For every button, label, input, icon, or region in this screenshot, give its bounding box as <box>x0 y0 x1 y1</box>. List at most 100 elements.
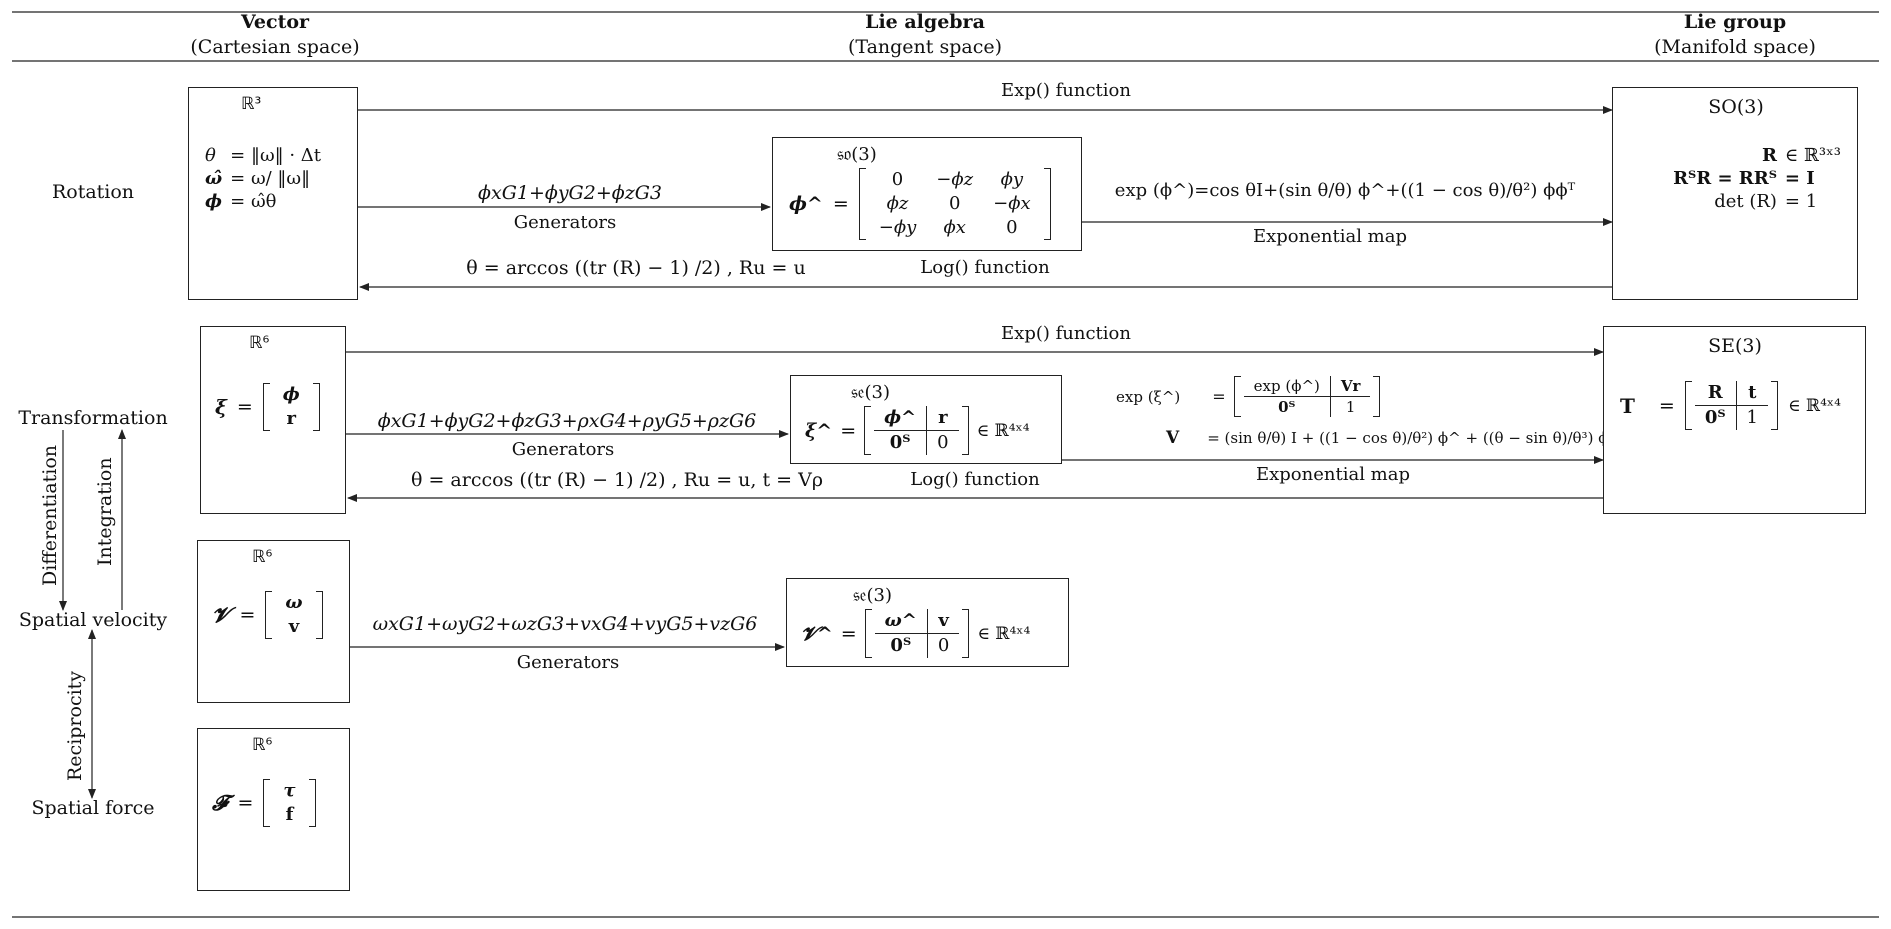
matrix-cell: 1 <box>1345 398 1356 416</box>
rotation-algebra-lhs: ϕ^ <box>789 193 823 215</box>
rotation-eq-rhs: = ‖ω‖ · Δt <box>230 145 322 166</box>
matrix-cell: 0 <box>937 635 950 656</box>
rotation-eq-rhs: = ω/ ‖ω‖ <box>230 168 311 189</box>
transformation-generators-expr: ϕxG1+ϕyG2+ϕzG3+ρxG4+ρyG5+ρzG6 <box>377 410 757 432</box>
rotation-group-equations: R∈ ℝ³ˣ³ RᵀR = RRᵀ= I det (R)= 1 <box>1669 144 1845 213</box>
group-eq-rhs: ∈ ℝ³ˣ³ <box>1784 145 1841 166</box>
rotation-generators-label: Generators <box>513 212 617 233</box>
rotation-log-label: Log() function <box>920 257 1050 278</box>
velocity-vector-lhs: 𝓥 <box>212 602 230 627</box>
matrix-cell: ϕy <box>1000 169 1024 190</box>
rotation-expmap-label: Exponential map <box>1252 226 1408 247</box>
transformation-algebra-set: ∈ ℝ⁴ˣ⁴ <box>976 420 1030 441</box>
row-label-transformation: Transformation <box>18 407 168 429</box>
rotation-eq-rhs: = ω̂θ <box>230 191 277 212</box>
velocity-generators-expr: ωxG1+ωyG2+ωzG3+vxG4+vyG5+vzG6 <box>372 613 758 635</box>
header-vector-title: Vector <box>240 11 310 33</box>
matrix-cell: ϕ^ <box>874 406 928 431</box>
force-vector-box: ℝ⁶ 𝓕 = τ f <box>197 728 350 891</box>
velocity-algebra-lhs: 𝓥^ <box>801 622 833 645</box>
force-vector-matrix: τ f <box>263 779 316 827</box>
matrix-cell: −ϕz <box>936 169 974 190</box>
matrix-cell: 0ᵀ <box>874 633 928 658</box>
rotation-vector-equations: θ= ‖ω‖ · Δt ω̂= ω/ ‖ω‖ ϕ= ω̂θ <box>201 144 325 213</box>
transformation-log-expr: θ = arccos ((tr (R) − 1) /2) , Ru = u, t… <box>410 469 824 491</box>
matrix-cell: 0 <box>891 169 904 190</box>
rotation-exp-label: Exp() function <box>1001 80 1131 101</box>
group-eq-lhs: R <box>1761 145 1777 166</box>
matrix-cell: 0ᵀ <box>1243 396 1331 417</box>
velocity-vector-box: ℝ⁶ 𝓥 = ω v <box>197 540 350 703</box>
vector-entry: τ <box>283 780 296 801</box>
vector-entry: ω <box>285 592 303 613</box>
rotation-vector-set: ℝ³ <box>241 94 262 114</box>
matrix-cell: t <box>1736 381 1768 406</box>
transformation-group-lhs: T <box>1620 393 1635 418</box>
vector-entry: f <box>285 804 294 825</box>
transformation-group-set: ∈ ℝ⁴ˣ⁴ <box>1787 395 1841 416</box>
header-lie-algebra: Lie algebra (Tangent space) <box>820 10 1030 60</box>
header-lie-group-title: Lie group <box>1683 11 1787 33</box>
velocity-vector-matrix: ω v <box>265 591 323 639</box>
transformation-expmap-line1-lhs: exp (ξ^) <box>1116 387 1181 406</box>
matrix-cell: ω^ <box>874 609 928 634</box>
label-reciprocity: Reciprocity <box>64 670 86 781</box>
matrix-cell: R <box>1694 381 1737 406</box>
label-integration: Integration <box>94 457 116 566</box>
row-label-spatial-velocity: Spatial velocity <box>18 609 168 631</box>
row-label-rotation: Rotation <box>51 181 135 203</box>
rotation-group-name: SO(3) <box>1708 96 1764 118</box>
vector-entry: ϕ <box>282 384 300 405</box>
velocity-vector-set: ℝ⁶ <box>252 547 273 567</box>
header-vector-subtitle: (Cartesian space) <box>190 36 360 58</box>
rotation-vector-box: ℝ³ θ= ‖ω‖ · Δt ω̂= ω/ ‖ω‖ ϕ= ω̂θ <box>188 87 358 300</box>
force-vector-set: ℝ⁶ <box>252 735 273 755</box>
rotation-eq-lhs: ω̂ <box>205 168 223 189</box>
transformation-algebra-name: 𝔰𝔢(3) <box>851 382 890 403</box>
rotation-algebra-matrix: 0 −ϕz ϕy ϕz 0 −ϕx −ϕy ϕx 0 <box>858 168 1051 240</box>
rotation-expmap-expr: exp (ϕ^)=cos θI+(sin θ/θ) ϕ^+((1 − cos θ… <box>1114 180 1576 201</box>
matrix-cell: ϕx <box>943 217 966 238</box>
transformation-group-name: SE(3) <box>1708 335 1762 357</box>
rotation-eq-lhs: ϕ <box>205 191 222 212</box>
matrix-cell: 0ᵀ <box>1694 405 1737 430</box>
header-vector: Vector (Cartesian space) <box>170 10 380 60</box>
matrix-cell: −ϕy <box>878 217 917 238</box>
matrix-cell: Vr <box>1330 376 1371 397</box>
transformation-vector-matrix: ϕ r <box>262 383 320 431</box>
header-lie-group: Lie group (Manifold space) <box>1630 10 1840 60</box>
label-differentiation: Differentiation <box>39 444 61 586</box>
header-lie-algebra-subtitle: (Tangent space) <box>847 36 1003 58</box>
group-eq-rhs: = I <box>1784 168 1815 189</box>
matrix-cell: 0 <box>948 193 961 214</box>
matrix-cell: 0 <box>937 432 949 453</box>
transformation-generators-label: Generators <box>511 439 615 460</box>
matrix-cell: 0 <box>1006 217 1018 238</box>
vector-entry: v <box>288 616 300 637</box>
matrix-cell: −ϕx <box>993 193 1031 214</box>
matrix-cell: 1 <box>1746 407 1758 428</box>
rotation-algebra-name: 𝔰𝔬(3) <box>837 144 877 165</box>
header-lie-algebra-title: Lie algebra <box>865 11 985 33</box>
matrix-cell: ϕz <box>886 193 909 214</box>
transformation-log-label: Log() function <box>910 469 1040 490</box>
transformation-vector-set: ℝ⁶ <box>249 333 270 353</box>
transformation-expmap-label: Exponential map <box>1255 464 1411 485</box>
rotation-log-expr: θ = arccos ((tr (R) − 1) /2) , Ru = u <box>466 257 806 279</box>
transformation-exp-label: Exp() function <box>1001 323 1131 344</box>
group-eq-rhs: = 1 <box>1784 191 1818 212</box>
transformation-expmap-line2-lhs: V <box>1166 428 1180 448</box>
transformation-expmap-line2: V = (sin θ/θ) I + ((1 − cos θ)/θ²) ϕ^ + … <box>1166 428 1625 448</box>
transformation-algebra-lhs: ξ^ <box>805 419 833 442</box>
velocity-algebra-set: ∈ ℝ⁴ˣ⁴ <box>977 623 1031 644</box>
rotation-group-box: SO(3) R∈ ℝ³ˣ³ RᵀR = RRᵀ= I det (R)= 1 <box>1612 87 1858 300</box>
